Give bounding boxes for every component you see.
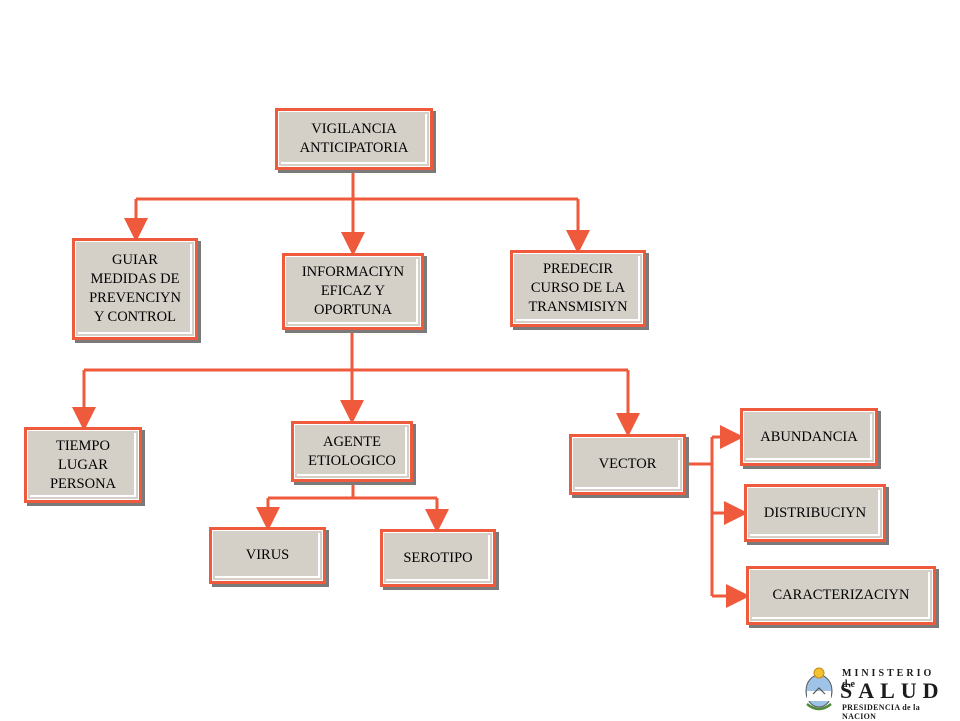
node-label: PREDECIR CURSO DE LA TRANSMISIYN [528,261,628,315]
node-label: CARACTERIZACIYN [772,587,910,603]
node-label: GUIAR MEDIDAS DE PREVENCIYN Y CONTROL [89,252,181,325]
node-guiar: GUIAR MEDIDAS DE PREVENCIYN Y CONTROL [72,238,198,340]
logo-line1: MINISTERIO de [842,668,935,690]
node-label: DISTRIBUCIYN [763,504,867,521]
node-label: VIRUS [245,547,290,563]
logo-line2: SALUD [840,678,945,703]
node-agente: AGENTE ETIOLOGICO [291,421,413,482]
node-label: VIGILANCIA ANTICIPATORIA [299,121,409,156]
node-abundancia: ABUNDANCIA [740,408,878,466]
node-informacion: INFORMACIYN EFICAZ Y OPORTUNA [282,253,424,330]
node-serotipo: SEROTIPO [380,529,496,587]
node-distribucion: DISTRIBUCIYN [744,484,886,542]
node-vigilancia: VIGILANCIA ANTICIPATORIA [275,108,433,170]
argentina-coat-of-arms-icon [805,667,833,711]
node-label: TIEMPO LUGAR PERSONA [49,437,117,492]
ministerio-salud-logo: MINISTERIO de SALUD PRESIDENCIA de la NA… [802,664,952,721]
node-label: ABUNDANCIA [760,428,858,445]
node-label: INFORMACIYN EFICAZ Y OPORTUNA [301,264,405,318]
node-caracterizacion: CARACTERIZACIYN [746,566,936,625]
logo-line3: PRESIDENCIA de la NACION [842,703,921,721]
node-predecir: PREDECIR CURSO DE LA TRANSMISIYN [510,250,646,327]
node-vector: VECTOR [569,434,686,495]
node-label: VECTOR [598,456,657,472]
node-tiempo: TIEMPO LUGAR PERSONA [24,427,142,503]
node-virus: VIRUS [209,527,326,584]
node-label: AGENTE ETIOLOGICO [308,433,396,469]
node-label: SEROTIPO [403,549,473,566]
